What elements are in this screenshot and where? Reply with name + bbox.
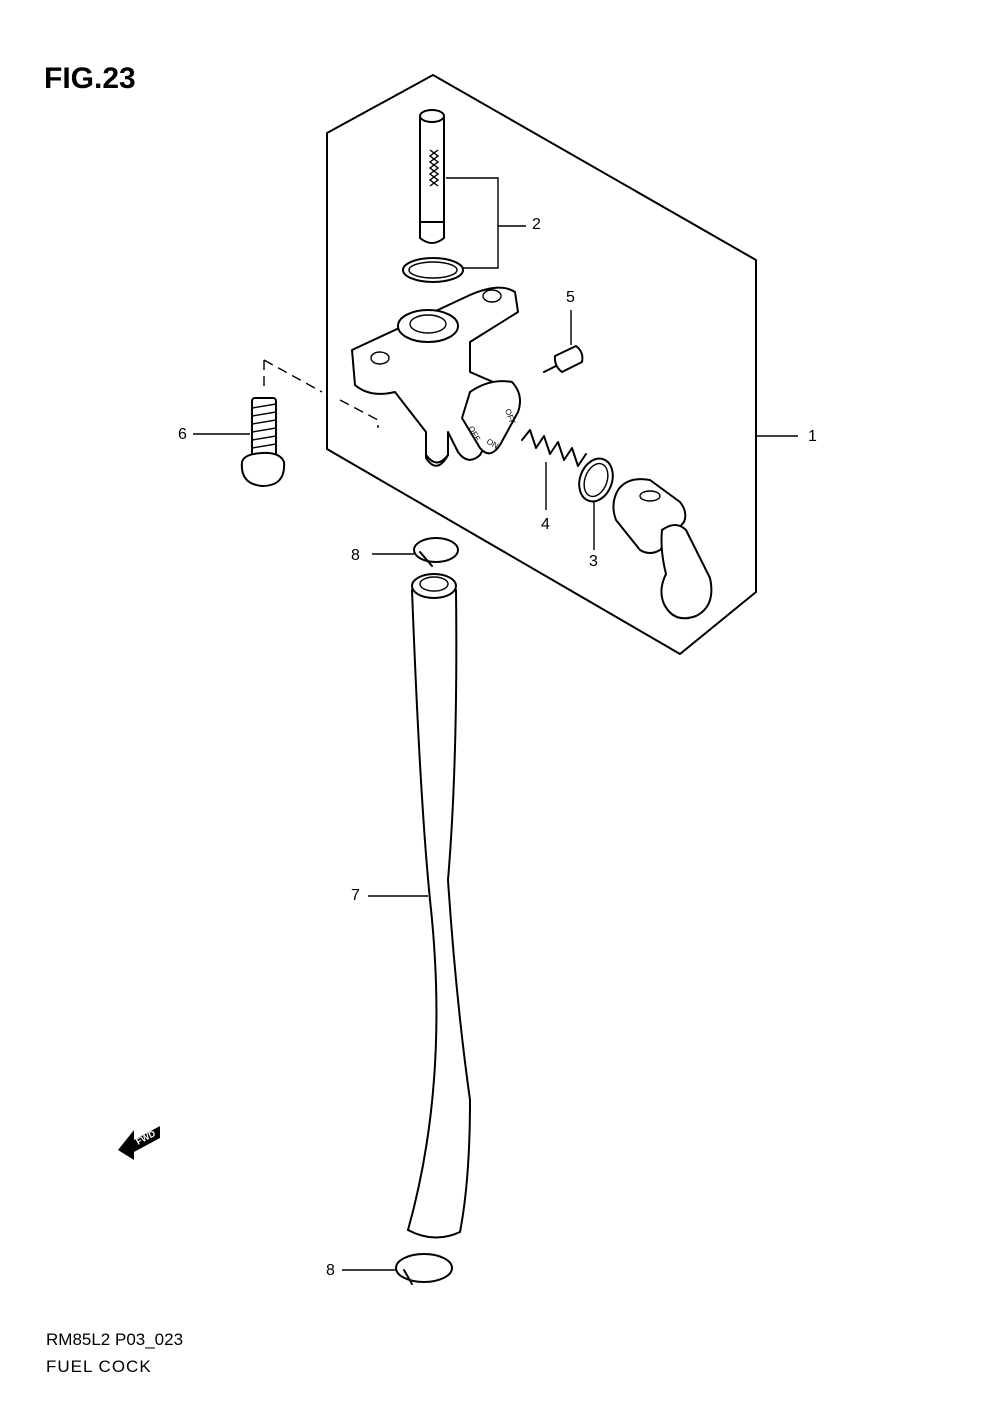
forward-arrow-icon: FWD [118,1126,160,1160]
callout-4: 4 [541,516,550,533]
part-3-oring[interactable] [573,454,618,506]
callout-6: 6 [178,426,187,443]
part-7-hose[interactable] [407,573,471,1239]
part-8-clip-top[interactable] [413,537,459,567]
assembly-boundary [326,74,757,655]
callout-8-top: 8 [351,547,360,564]
callout-1: 1 [808,428,817,445]
callout-3: 3 [589,553,598,570]
callout-2: 2 [532,216,541,233]
figure-title: FIG.23 [44,62,136,95]
part-8-clip-bottom[interactable] [395,1253,453,1285]
part-6-bolt[interactable] [240,397,286,487]
part-2-oring[interactable] [402,257,464,283]
callout-5: 5 [566,289,575,306]
part-5-screw[interactable] [543,345,584,373]
diagram-name: FUEL COCK [46,1357,152,1376]
model-code: RM85L2 P03_023 [46,1330,184,1349]
part-4-spring[interactable] [521,429,587,467]
fuel-cock-body[interactable]: OFF OFF ON [351,286,521,467]
callout-7: 7 [351,887,360,904]
fuel-cock-lever[interactable] [612,478,713,620]
part-2-filter[interactable] [419,109,445,244]
callout-8-bottom: 8 [326,1262,335,1279]
bolt-leader-dashed [263,359,379,428]
callout-line-2 [446,177,526,269]
